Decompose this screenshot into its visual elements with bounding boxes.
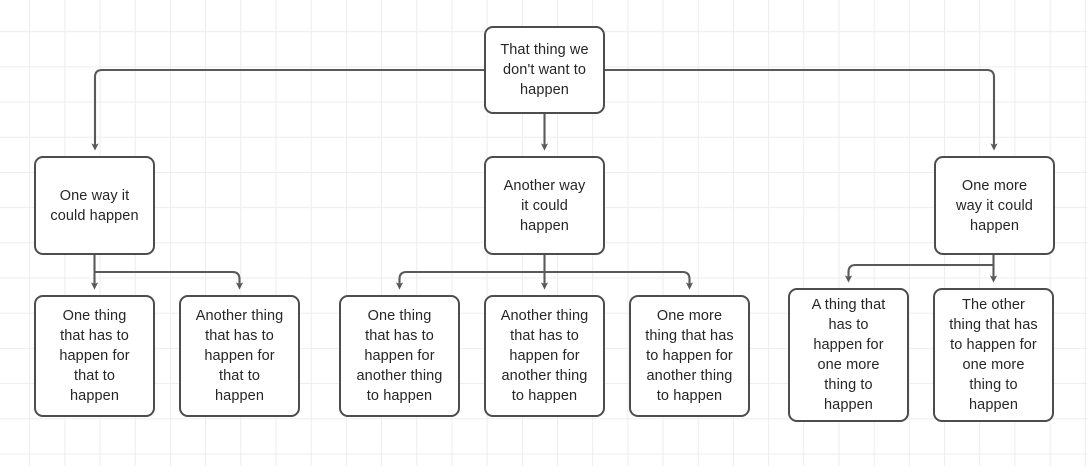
node-branch-right[interactable]: One more way it could happen <box>934 156 1055 255</box>
edge-branch-right-to-leaf-6 <box>844 263 994 283</box>
node-leaf-7[interactable]: The other thing that has to happen for o… <box>933 288 1054 422</box>
edge-root-to-branch-left <box>91 68 484 151</box>
node-leaf-4[interactable]: Another thing that has to happen for ano… <box>484 295 605 417</box>
edge-root-to-branch-right <box>605 68 998 151</box>
edge-branch-mid-to-leaf-5 <box>544 270 694 290</box>
node-branch-mid[interactable]: Another way it could happen <box>484 156 605 255</box>
node-leaf-3[interactable]: One thing that has to happen for another… <box>339 295 460 417</box>
edge-branch-left-to-leaf-2 <box>94 270 244 290</box>
node-leaf-5[interactable]: One more thing that has to happen for an… <box>629 295 750 417</box>
edge-branch-mid-to-leaf-3 <box>395 270 545 290</box>
node-root[interactable]: That thing we don't want to happen <box>484 26 605 114</box>
node-leaf-6[interactable]: A thing that has to happen for one more … <box>788 288 909 422</box>
node-branch-left[interactable]: One way it could happen <box>34 156 155 255</box>
node-leaf-2[interactable]: Another thing that has to happen for tha… <box>179 295 300 417</box>
node-leaf-1[interactable]: One thing that has to happen for that to… <box>34 295 155 417</box>
